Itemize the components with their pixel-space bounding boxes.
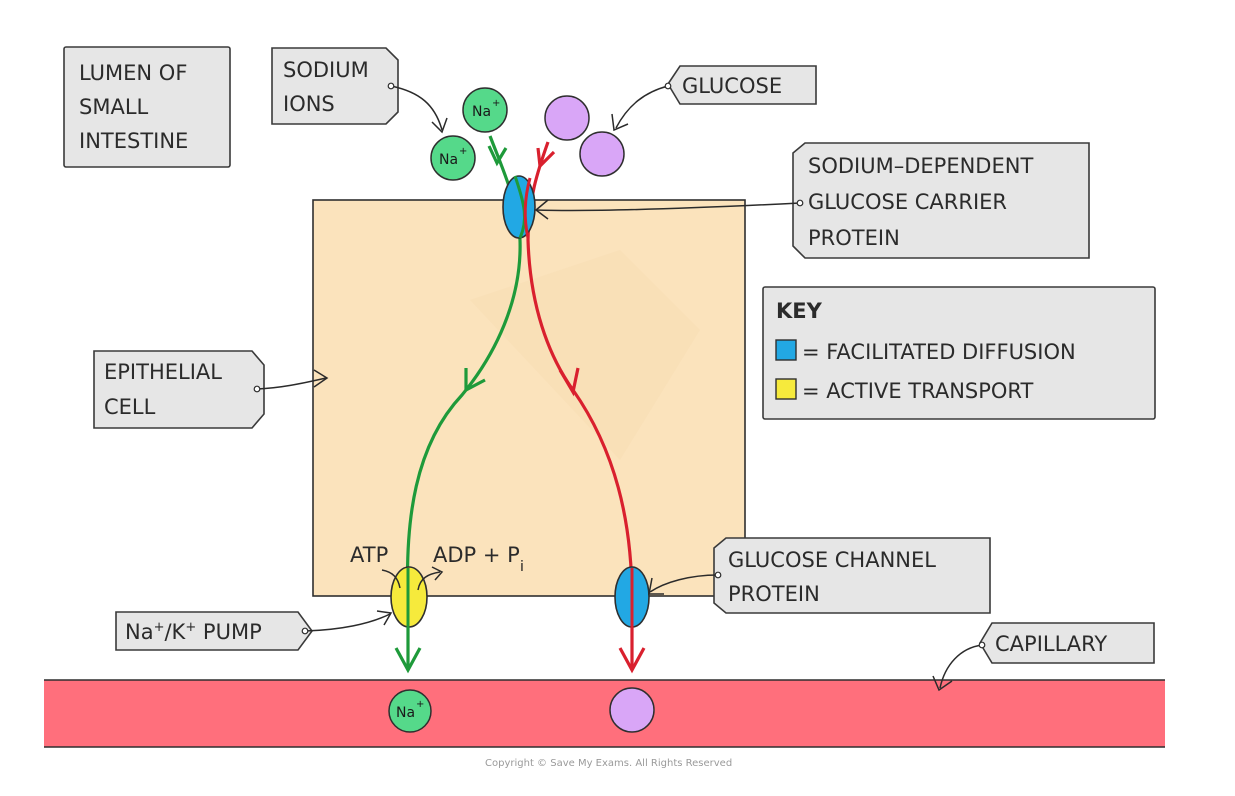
svg-text:+: + (459, 146, 467, 157)
svg-text:CELL: CELL (104, 395, 156, 419)
adp-label: ADP + P i (417, 543, 524, 591)
glucose-arrowhead-mid (558, 367, 580, 397)
glucose-molecule (609, 687, 655, 733)
svg-text:Na+/K+ PUMP: Na+/K+ PUMP (125, 620, 262, 644)
carrier-protein-label: SODIUM–DEPENDENT GLUCOSE CARRIER PROTEIN (534, 142, 1090, 259)
glucose-arrowhead-top (536, 147, 556, 170)
svg-text:= FACILITATED DIFFUSION: = FACILITATED DIFFUSION (802, 340, 1076, 364)
lumen-label: LUMEN OF SMALL INTESTINE (63, 46, 231, 168)
atp-label: ATP (350, 543, 401, 589)
active-swatch (775, 378, 797, 400)
svg-text:i: i (520, 559, 524, 575)
capillary-band (44, 680, 1165, 747)
channel-protein-label: GLUCOSE CHANNEL PROTEIN (648, 537, 991, 614)
svg-text:Na: Na (472, 104, 491, 120)
sodium-ions-label: SODIUM IONS (271, 47, 448, 134)
sodium-ion: Na + (430, 135, 476, 181)
svg-text:LUMEN OF: LUMEN OF (79, 61, 187, 85)
svg-text:SODIUM–DEPENDENT: SODIUM–DEPENDENT (808, 154, 1033, 178)
sodium-arrowhead-mid (464, 368, 486, 393)
svg-text:GLUCOSE CHANNEL: GLUCOSE CHANNEL (728, 548, 936, 572)
glucose-arrowhead-bottom (618, 647, 646, 674)
epithelial-label: EPITHELIAL CELL (93, 350, 329, 429)
svg-text:SODIUM: SODIUM (283, 58, 369, 82)
svg-text:+: + (492, 98, 500, 109)
watermark-shape (470, 250, 700, 460)
svg-text:+: + (416, 699, 424, 710)
key-box: KEY = FACILITATED DIFFUSION = ACTIVE TRA… (762, 286, 1156, 420)
svg-text:EPITHELIAL: EPITHELIAL (104, 360, 222, 384)
svg-text:GLUCOSE: GLUCOSE (682, 74, 782, 98)
sodium-arrowhead-top (487, 145, 508, 167)
svg-text:ATP: ATP (350, 543, 388, 567)
glucose-molecule (579, 131, 625, 177)
svg-text:GLUCOSE CARRIER: GLUCOSE CARRIER (808, 190, 1007, 214)
copyright-notice: Copyright © Save My Exams. All Rights Re… (485, 758, 732, 769)
svg-text:PROTEIN: PROTEIN (808, 226, 900, 250)
svg-text:KEY: KEY (776, 299, 823, 323)
svg-text:SMALL: SMALL (79, 95, 149, 119)
capillary-label: CAPILLARY (932, 622, 1155, 692)
pump-label: Na+/K+ PUMP (115, 610, 393, 651)
svg-text:Na: Na (396, 705, 415, 721)
svg-text:Na: Na (439, 152, 458, 168)
glucose-molecule (544, 95, 590, 141)
svg-text:PROTEIN: PROTEIN (728, 582, 820, 606)
facilitated-swatch (775, 339, 797, 361)
svg-text:CAPILLARY: CAPILLARY (995, 632, 1107, 656)
glucose-label: GLUCOSE (611, 65, 817, 132)
sodium-arrowhead-bottom (394, 647, 422, 674)
sodium-ion: Na + (388, 689, 432, 733)
svg-text:ADP + P: ADP + P (433, 543, 520, 567)
sodium-ion: Na + (462, 87, 508, 133)
svg-text:IONS: IONS (283, 92, 335, 116)
svg-text:INTESTINE: INTESTINE (79, 129, 188, 153)
svg-text:= ACTIVE TRANSPORT: = ACTIVE TRANSPORT (802, 379, 1033, 403)
